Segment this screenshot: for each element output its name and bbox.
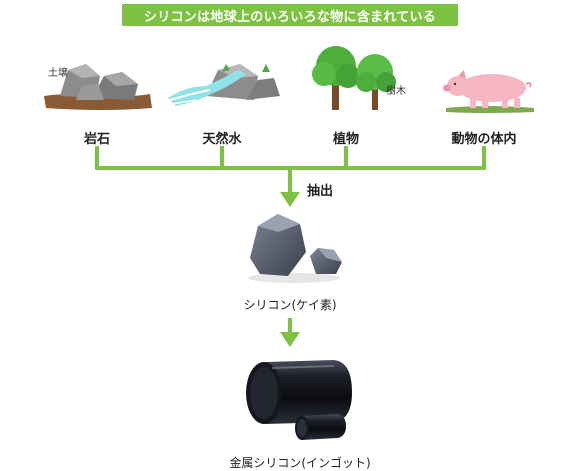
water-label: 天然水 [202,132,242,147]
pig-icon [443,70,534,113]
rock-label: 岩石 [83,132,111,147]
animal-label: 動物の体内 [451,132,517,147]
silicon-label: シリコン(ケイ素) [243,298,337,312]
extract-arrow-head [280,192,300,207]
rock-icon [44,64,152,110]
plant-label: 植物 [332,132,360,147]
tree-note: 樹木 [386,86,406,97]
tree-icon [312,46,396,110]
soil-note: 土壌 [48,68,68,79]
refine-arrow-head [280,332,300,347]
silicon-lump-icon [248,214,342,283]
ingot-label: 金属シリコン(インゴット) [229,456,371,470]
header-banner: シリコンは地球上のいろいろな物に含まれている [122,4,458,26]
ingot-icon [246,360,352,440]
extract-label: 抽出 [307,184,334,199]
water-icon [168,64,280,106]
